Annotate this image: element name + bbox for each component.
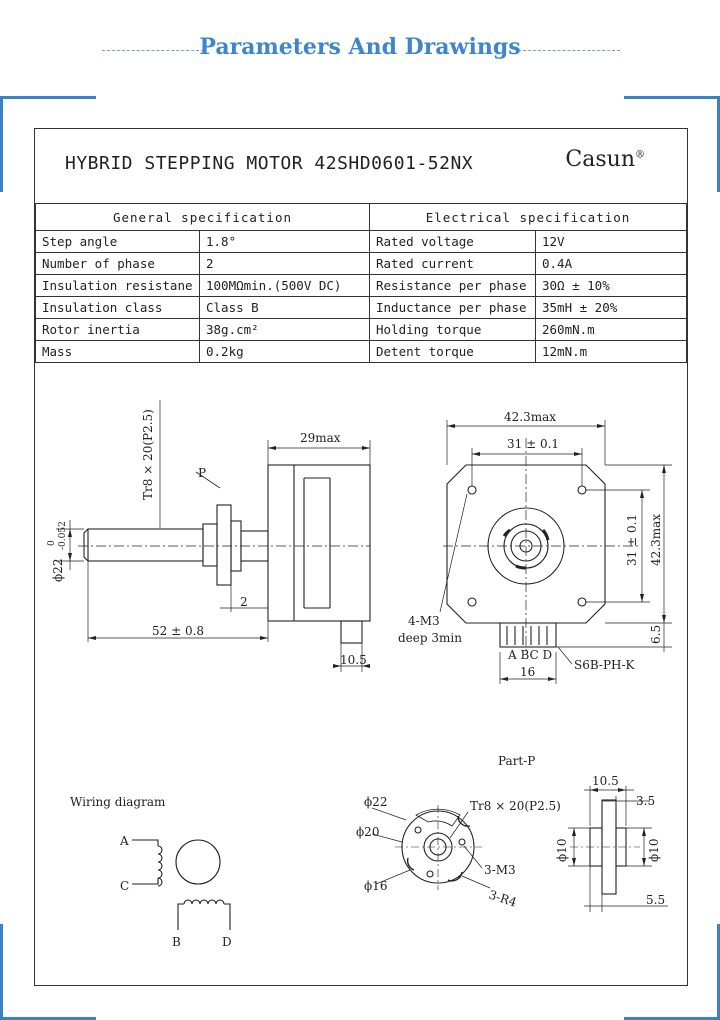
general-label: Number of phase (35, 252, 200, 275)
spec-row: Number of phase 2 Rated current 0.4A (35, 252, 687, 275)
part-p-len-total: 10.5 (592, 774, 619, 788)
dim-shaft-diameter: ϕ22 (51, 559, 65, 582)
label-screw-depth: deep 3min (398, 631, 462, 645)
wiring-label-d: D (222, 935, 232, 949)
dim-height: 42.3max (649, 514, 663, 566)
spec-row: Step angle 1.8° Rated voltage 12V (35, 230, 687, 253)
general-value: 1.8° (199, 230, 370, 253)
part-p-dia-10-right: ϕ10 (647, 839, 661, 862)
wiring-label-c: C (120, 879, 129, 893)
part-p-len-flange: 3.5 (636, 794, 655, 808)
electrical-value: 30Ω ± 10% (535, 274, 687, 297)
header-line-left (102, 50, 204, 51)
dim-shaft-length: 52 ± 0.8 (152, 624, 204, 638)
dim-tol-lower: -0.052 (58, 521, 68, 550)
dim-gap: 2 (240, 595, 248, 609)
spec-row: Rotor inertia 38g.cm² Holding torque 260… (35, 318, 687, 341)
page-title: Parameters And Drawings (199, 34, 521, 60)
technical-drawing: 29max 52 ± 0.8 2 10.5 P Tr8 × 20(P2.5) ϕ… (47, 400, 672, 949)
corner-bottom-right (624, 1017, 720, 1020)
spec-header-row: General specification Electrical specifi… (35, 203, 687, 231)
general-value: 2 (199, 252, 370, 275)
general-spec-header: General specification (35, 203, 370, 231)
dim-connector-offset: 6.5 (649, 625, 663, 644)
label-connector-model: S6B-PH-K (574, 658, 636, 672)
dim-body-length: 29max (300, 431, 341, 445)
header-line-right (518, 50, 620, 51)
electrical-value: 12V (535, 230, 687, 253)
sheet-title: HYBRID STEPPING MOTOR 42SHD0601-52NX (65, 153, 474, 174)
sheet-title-row: HYBRID STEPPING MOTOR 42SHD0601-52NX Cas… (35, 129, 687, 204)
part-p-marker: P (198, 466, 206, 480)
part-p-title: Part-P (498, 754, 535, 768)
electrical-label: Detent torque (369, 340, 536, 363)
electrical-value: 260mN.m (535, 318, 687, 341)
electrical-spec-header: Electrical specification (369, 203, 687, 231)
electrical-value: 12mN.m (535, 340, 687, 363)
registered-mark: ® (635, 149, 645, 161)
general-value: 0.2kg (199, 340, 370, 363)
corner-top-left (0, 96, 96, 99)
spec-table: General specification Electrical specifi… (35, 203, 687, 363)
electrical-value: 0.4A (535, 252, 687, 275)
corner-bottom-left-v (0, 924, 3, 1020)
wiring-label-b: B (172, 935, 181, 949)
general-value: 100MΩmin.(500V DC) (199, 274, 370, 297)
part-p-dia-20: ϕ20 (356, 825, 379, 839)
electrical-label: Inductance per phase (369, 296, 536, 319)
part-p-thread: Tr8 × 20(P2.5) (470, 799, 561, 813)
part-p-dia-10-left: ϕ10 (555, 839, 569, 862)
general-label: Insulation resistane (35, 274, 200, 297)
electrical-label: Rated current (369, 252, 536, 275)
part-p-radius: 3-R4 (487, 888, 519, 910)
wiring-label-a: A (119, 834, 129, 848)
electrical-label: Rated voltage (369, 230, 536, 253)
datasheet: HYBRID STEPPING MOTOR 42SHD0601-52NX Cas… (34, 128, 688, 986)
dim-thread: Tr8 × 20(P2.5) (141, 409, 155, 500)
part-p-dia-16: ϕ16 (364, 879, 387, 893)
label-screw: 4-M3 (408, 614, 440, 628)
label-connector-pins: A BC D (507, 648, 552, 662)
dim-hole-spacing-vertical: 31 ± 0.1 (625, 514, 639, 566)
part-p-holes: 3-M3 (484, 863, 516, 877)
general-label: Step angle (35, 230, 200, 253)
part-p-len-hub: 5.5 (646, 893, 665, 907)
corner-top-right (624, 96, 720, 99)
corner-top-left-v (0, 96, 3, 192)
general-value: Class B (199, 296, 370, 319)
corner-bottom-left (0, 1017, 96, 1020)
general-label: Insulation class (35, 296, 200, 319)
dim-hole-spacing: 31 ± 0.1 (507, 437, 559, 451)
dim-connector-length: 10.5 (340, 653, 367, 667)
brand-logo: Casun® (565, 147, 645, 172)
general-value: 38g.cm² (199, 318, 370, 341)
general-label: Rotor inertia (35, 318, 200, 341)
electrical-value: 35mH ± 20% (535, 296, 687, 319)
corner-bottom-right-v (717, 924, 720, 1020)
brand-name: Casun (565, 147, 635, 172)
dim-connector-width: 16 (520, 665, 535, 679)
corner-top-right-v (717, 96, 720, 192)
wiring-title: Wiring diagram (70, 795, 166, 809)
spec-row: Insulation resistane 100MΩmin.(500V DC) … (35, 274, 687, 297)
general-label: Mass (35, 340, 200, 363)
spec-row: Insulation class Class B Inductance per … (35, 296, 687, 319)
spec-row: Mass 0.2kg Detent torque 12mN.m (35, 340, 687, 363)
dim-tol-upper: 0 (47, 540, 57, 546)
electrical-label: Resistance per phase (369, 274, 536, 297)
part-p-dia-22: ϕ22 (364, 795, 387, 809)
electrical-label: Holding torque (369, 318, 536, 341)
dim-width: 42.3max (504, 410, 556, 424)
